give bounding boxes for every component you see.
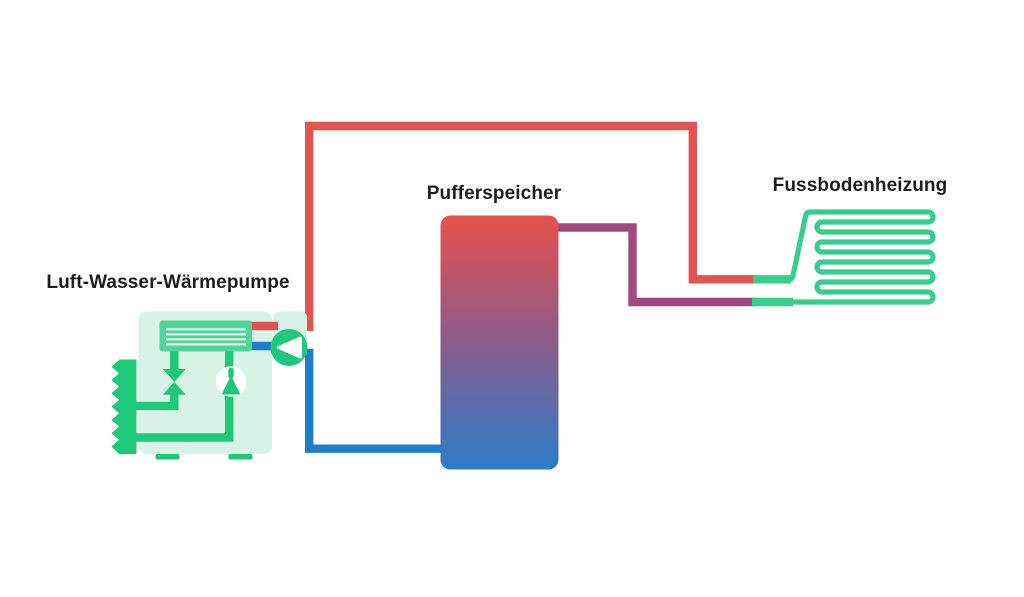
expansion-valve-icon — [162, 369, 186, 395]
heat-exchanger — [159, 320, 252, 352]
heat-pump-unit — [111, 311, 308, 460]
heat-pump-label: Luft-Wasser-Wärmepumpe — [46, 272, 290, 293]
injector-stem — [228, 368, 234, 378]
hot-supply-pipe — [305, 121, 757, 331]
cold-return-pipe — [305, 349, 446, 453]
floor-heating-coil — [786, 209, 936, 305]
heat-exchanger-lamellas — [166, 328, 246, 346]
unit-foot-right — [228, 454, 253, 460]
evaporator-fins-icon — [111, 359, 137, 454]
unit-foot-left — [155, 454, 180, 460]
pump-flow-arrow-icon — [277, 336, 302, 359]
floor-heating-label: Fussbodenheizung — [772, 175, 948, 196]
buffer-tank — [440, 215, 559, 470]
tank-to-floor-pipe — [558, 223, 756, 307]
injector-nozzle-icon — [222, 375, 240, 395]
buffer-tank-label: Pufferspeicher — [426, 183, 562, 204]
refrigerant-pipe-valve-to-evaporator — [128, 392, 179, 411]
